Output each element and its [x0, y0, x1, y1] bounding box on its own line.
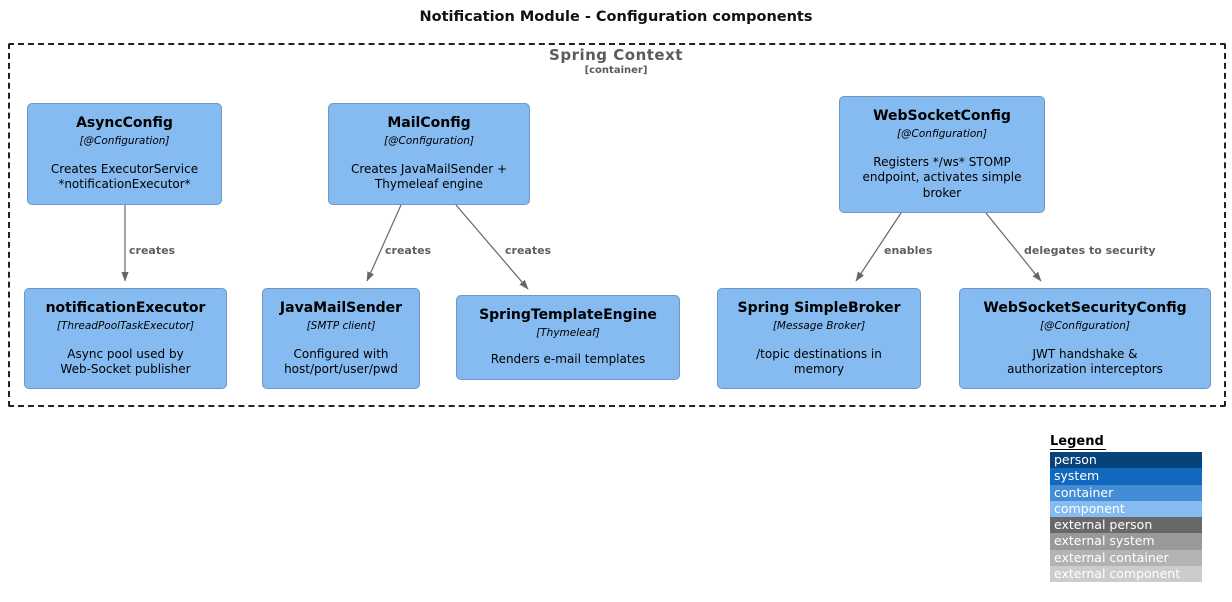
node-subtitle: [Thymeleaf] — [536, 326, 600, 339]
node-title: SpringTemplateEngine — [479, 307, 657, 323]
node-description: Creates JavaMailSender + Thymeleaf engin… — [350, 161, 508, 192]
node-description: Registers */ws* STOMP endpoint, activate… — [862, 154, 1022, 200]
legend-row-external-container: external container — [1050, 549, 1202, 567]
node-subtitle: [ThreadPoolTaskExecutor] — [56, 319, 195, 332]
legend-row-component: component — [1050, 500, 1202, 518]
legend-row-external-component: external component — [1050, 566, 1202, 583]
node-notificationexecutor: notificationExecutor [ThreadPoolTaskExec… — [24, 288, 227, 389]
node-subtitle: [Message Broker] — [772, 319, 866, 332]
node-description: JWT handshake & authorization intercepto… — [1007, 346, 1163, 377]
edge-label-creates-3: creates — [505, 244, 552, 257]
node-description: Async pool used by Web-Socket publisher — [60, 346, 191, 377]
node-subtitle: [@Configuration] — [896, 127, 988, 140]
boundary-label: Spring Context — [549, 46, 683, 64]
node-title: AsyncConfig — [76, 115, 173, 131]
node-asyncconfig: AsyncConfig [@Configuration] Creates Exe… — [27, 103, 222, 205]
node-mailconfig: MailConfig [@Configuration] Creates Java… — [328, 103, 530, 205]
edge-label-creates-1: creates — [129, 244, 176, 257]
node-subtitle: [@Configuration] — [79, 134, 170, 147]
legend-row-external-system: external system — [1050, 533, 1202, 550]
legend-title: Legend — [1050, 434, 1106, 450]
spring-context-boundary — [8, 43, 1226, 407]
node-description: Creates ExecutorService *notificationExe… — [50, 161, 199, 192]
node-title: JavaMailSender — [279, 300, 403, 316]
node-description: /topic destinations in memory — [756, 346, 882, 377]
node-websocketconfig: WebSocketConfig [@Configuration] Registe… — [839, 96, 1045, 213]
node-subtitle: [@Configuration] — [383, 134, 475, 147]
edge-label-creates-2: creates — [385, 244, 432, 257]
node-description: Renders e-mail templates — [490, 351, 646, 366]
node-title: WebSocketConfig — [873, 108, 1011, 124]
edge-label-delegates-to-security: delegates to security — [1024, 244, 1156, 257]
legend-row-external-person: external person — [1050, 517, 1202, 534]
diagram-title: Notification Module - Configuration comp… — [419, 9, 813, 25]
node-springtemplateengine: SpringTemplateEngine [Thymeleaf] Renders… — [456, 295, 680, 380]
legend-row-system: system — [1050, 468, 1202, 485]
node-subtitle: [@Configuration] — [1039, 319, 1131, 332]
node-title: notificationExecutor — [45, 300, 206, 316]
node-title: Spring SimpleBroker — [737, 300, 901, 316]
node-title: WebSocketSecurityConfig — [983, 300, 1187, 316]
edge-label-enables: enables — [884, 244, 933, 257]
boundary-sublabel: [container] — [584, 65, 648, 76]
node-subtitle: [SMTP client] — [306, 319, 376, 332]
legend: Legend person system container component… — [1050, 430, 1202, 583]
node-description: Configured with host/port/user/pwd — [284, 346, 398, 377]
node-spring-simplebroker: Spring SimpleBroker [Message Broker] /to… — [717, 288, 921, 389]
node-javamailsender: JavaMailSender [SMTP client] Configured … — [262, 288, 420, 389]
node-title: MailConfig — [387, 115, 471, 131]
legend-row-container: container — [1050, 484, 1202, 501]
legend-row-person: person — [1050, 452, 1202, 469]
node-websocketsecurityconfig: WebSocketSecurityConfig [@Configuration]… — [959, 288, 1211, 389]
